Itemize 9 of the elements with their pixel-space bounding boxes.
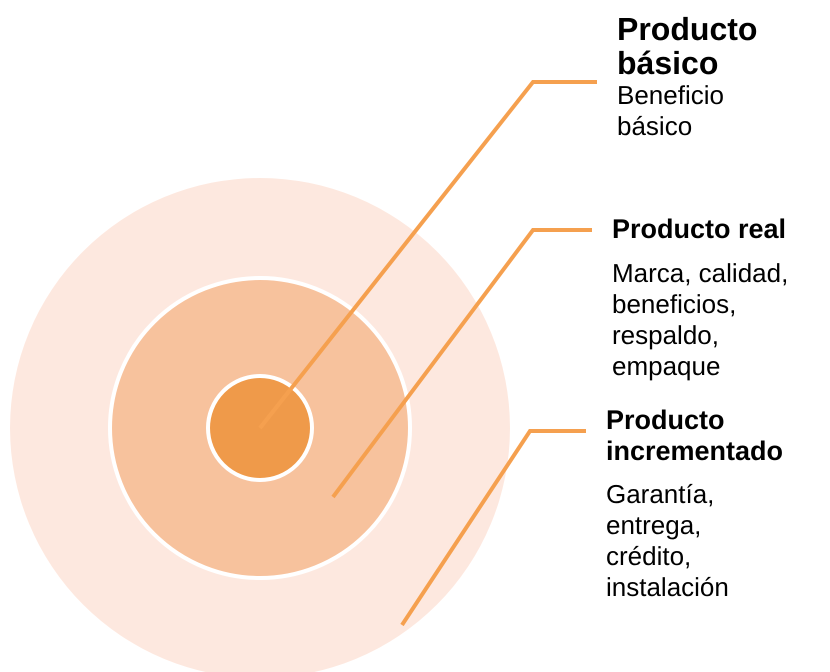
heading: Producto incrementado (606, 405, 784, 467)
leader-line (400, 429, 586, 626)
description: Marca, calidad, beneficios, respaldo, empaque (612, 258, 790, 382)
description: Beneficio básico (617, 80, 725, 142)
heading: Producto básico (617, 12, 758, 80)
leader-line (331, 228, 592, 498)
leader-line (258, 80, 597, 430)
description: Garantía, entrega, crédito, instalación (606, 479, 730, 603)
heading: Producto real (612, 213, 788, 246)
